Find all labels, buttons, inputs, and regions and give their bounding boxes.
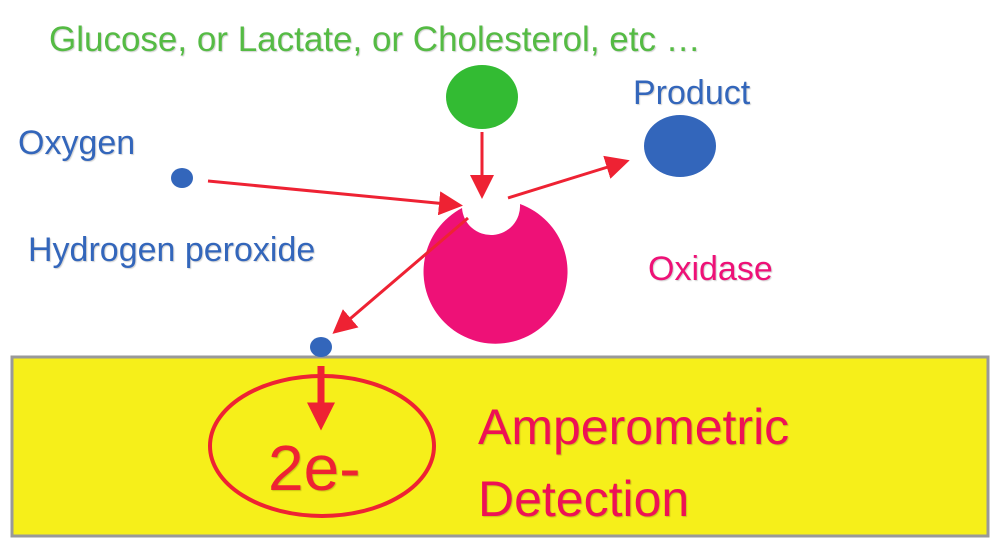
electrons-label: 2e-: [268, 432, 361, 504]
detection-label-line-2: Detection: [478, 471, 690, 527]
electrode-rect: [10, 355, 990, 538]
substrate-green-circle-icon: [446, 65, 518, 129]
arrow-enzyme-to-product: [507, 155, 630, 200]
oxidase-enzyme-icon: [423, 204, 568, 344]
hydrogen-peroxide-label: Hydrogen peroxide: [28, 231, 316, 269]
product-label: Product: [633, 74, 751, 112]
oxidase-label: Oxidase: [648, 250, 773, 288]
detection-label-line-1: Amperometric: [478, 399, 790, 455]
arrow-oxygen-to-enzyme: [207, 179, 463, 216]
peroxide-dot-icon: [310, 337, 332, 357]
oxygen-label: Oxygen: [18, 124, 136, 162]
product-blue-circle-icon: [644, 115, 716, 177]
arrow-enzyme-to-peroxide: [332, 216, 469, 334]
substrate-label: Glucose, or Lactate, or Cholesterol, etc…: [49, 20, 701, 59]
oxygen-dot-icon: [171, 168, 193, 188]
